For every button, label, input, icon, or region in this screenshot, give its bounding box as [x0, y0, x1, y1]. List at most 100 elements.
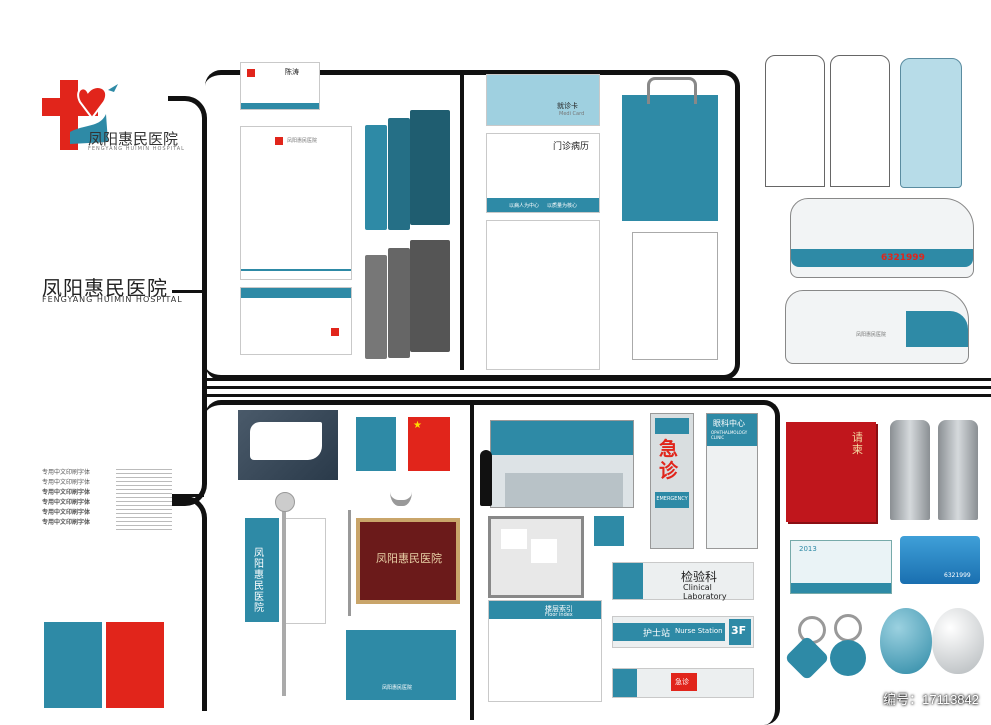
- hanging-banner-brand: 凤阳惠民医院: [382, 685, 413, 691]
- desk-calendar: 2013: [790, 540, 892, 594]
- hanging-banner: 凤阳惠民医院: [346, 630, 456, 700]
- trash-bin-2: [938, 420, 978, 520]
- bottom-group-frame: [205, 400, 780, 725]
- business-card: 陈涛: [240, 62, 320, 110]
- tote-bag-teal: [622, 77, 718, 221]
- vip-card: 6321999: [900, 536, 980, 584]
- waving-flag: [238, 410, 338, 480]
- record-footer-2: 以质量为核心: [547, 203, 578, 209]
- form-sheet: [486, 220, 600, 370]
- carpet-sign: 凤阳惠民医院: [356, 518, 460, 604]
- wordmark-cn: 凤阳惠民医院: [42, 276, 168, 300]
- laboratory-en: Clinical Laboratory: [683, 583, 727, 601]
- calendar-year: 2013: [799, 545, 817, 553]
- invitation-card: 请柬: [786, 422, 876, 522]
- nurse-station-sign: 护士站 Nurse Station 3F: [612, 616, 754, 648]
- medical-card: 就诊卡 Medi Card: [486, 74, 600, 126]
- trash-bin-1: [890, 420, 930, 520]
- balloon-grey: [932, 608, 984, 674]
- desk-flag-hospital: [356, 417, 396, 471]
- logo-title-en: FENGYANG HUIMIN HOSPITAL: [88, 146, 185, 152]
- business-card-name: 陈涛: [285, 68, 299, 76]
- emergency-sign: 急诊 EMERGENCY: [650, 413, 694, 549]
- color-swatch-teal: [44, 622, 102, 708]
- doctor-coat-1: [765, 55, 825, 187]
- balloon-teal: [880, 608, 932, 674]
- carpet-sign-text: 凤阳惠民医院: [376, 552, 442, 565]
- letterhead-brand: 凤阳惠民医院: [287, 138, 318, 144]
- binder-grey-3: [410, 240, 450, 352]
- medical-card-en: Medi Card: [559, 111, 585, 117]
- ambulance-2: 凤阳惠民医院: [785, 290, 969, 364]
- font-sample-block: 专用中文印刷字体 专用中文印刷字体 专用中文印刷字体 专用中文印刷字体 专用中文…: [42, 466, 172, 530]
- logo-title-cn: 凤阳惠民医院: [88, 130, 179, 148]
- person-silhouette: [480, 450, 492, 506]
- color-swatch-red: [106, 622, 164, 708]
- wall-sign-small: [594, 516, 624, 546]
- bulletin-board: [488, 516, 584, 598]
- flagpole: [282, 496, 286, 696]
- emergency-cn: 急诊: [659, 438, 679, 482]
- pole-banner-pole: [348, 510, 351, 616]
- letterhead: 凤阳惠民医院: [240, 126, 352, 280]
- wordmark-en: FENGYANG HUIMIN HOSPITAL: [42, 295, 183, 304]
- keychain-ring-2: [834, 614, 862, 642]
- doctor-coat-2: [830, 55, 890, 187]
- floor-directory: 楼层索引 Floor index: [488, 600, 602, 702]
- font-sample-line: 专用中文印刷字体: [42, 489, 91, 496]
- font-sample-latin: [116, 466, 172, 530]
- keychain-2: [830, 640, 866, 676]
- rule-line-3: [205, 394, 991, 397]
- binder-teal-1: [365, 125, 387, 230]
- font-sample-line: 专用中文印刷字体: [42, 519, 91, 526]
- emergency-en: EMERGENCY: [656, 496, 688, 502]
- floor-index-cn: 楼层索引: [545, 605, 573, 613]
- hospital-logo: 凤阳惠民医院 FENGYANG HUIMIN HOSPITAL: [40, 72, 200, 162]
- ophthalmology-cn: 眼科中心: [713, 419, 745, 428]
- tick-2: [172, 494, 204, 497]
- ophthalmology-en: OPHTHALMOLOGY CLINIC: [711, 430, 748, 440]
- vertical-banner: 凤阳惠民医院: [245, 518, 279, 622]
- floor-index-en: Floor index: [545, 612, 573, 618]
- binder-grey-1: [365, 255, 387, 359]
- flag-stand: [390, 470, 412, 506]
- laboratory-cn: 检验科: [681, 570, 718, 584]
- top-inner-divider: [460, 70, 464, 370]
- font-sample-line: 专用中文印刷字体: [42, 499, 91, 506]
- outpatient-record: 门诊病历 以病人为中心 以质量为核心: [486, 133, 600, 213]
- ambulance-phone: 6321999: [881, 253, 925, 263]
- ambulance-1: 6321999: [790, 198, 974, 278]
- bottom-inner-divider: [470, 400, 474, 720]
- font-sample-line: 专用中文印刷字体: [42, 479, 91, 486]
- bracket-connector-bottom: [168, 496, 207, 711]
- nurse-en: Nurse Station: [675, 627, 723, 635]
- vertical-banner-text: 凤阳惠民医院: [254, 548, 264, 614]
- envelope: [240, 287, 352, 355]
- top-group-frame: [205, 70, 740, 380]
- vertical-banner-blank: [284, 518, 326, 624]
- flagpole-ball: [275, 492, 295, 512]
- floor-code: 3F: [731, 624, 747, 637]
- font-sample-line: 专用中文印刷字体: [42, 469, 91, 476]
- medical-card-label: 就诊卡: [557, 102, 578, 110]
- hanging-directional-sign: 急诊: [612, 668, 754, 698]
- reception-desk: [490, 420, 634, 508]
- font-sample-line: 专用中文印刷字体: [42, 509, 91, 516]
- binder-grey-2: [388, 248, 410, 358]
- plastic-bag-white: [632, 232, 718, 360]
- binder-teal-2: [388, 118, 410, 230]
- keychain-1: [784, 635, 830, 681]
- tick-1: [172, 290, 204, 293]
- emergency-small: 急诊: [675, 678, 689, 686]
- ambulance-2-brand: 凤阳惠民医院: [856, 332, 887, 338]
- laboratory-sign: 检验科 Clinical Laboratory: [612, 562, 754, 601]
- record-title: 门诊病历: [553, 142, 590, 152]
- vip-card-phone: 6321999: [944, 572, 971, 579]
- desk-flag-national: ★: [408, 417, 450, 471]
- nurse-cn: 护士站: [643, 629, 671, 639]
- watermark: 编号：17113842: [883, 692, 979, 707]
- ophthalmology-sign: 眼科中心 OPHTHALMOLOGY CLINIC: [706, 413, 758, 549]
- star-icon: ★: [413, 420, 422, 431]
- nurse-uniform: [900, 58, 962, 188]
- rule-line-2: [205, 386, 991, 389]
